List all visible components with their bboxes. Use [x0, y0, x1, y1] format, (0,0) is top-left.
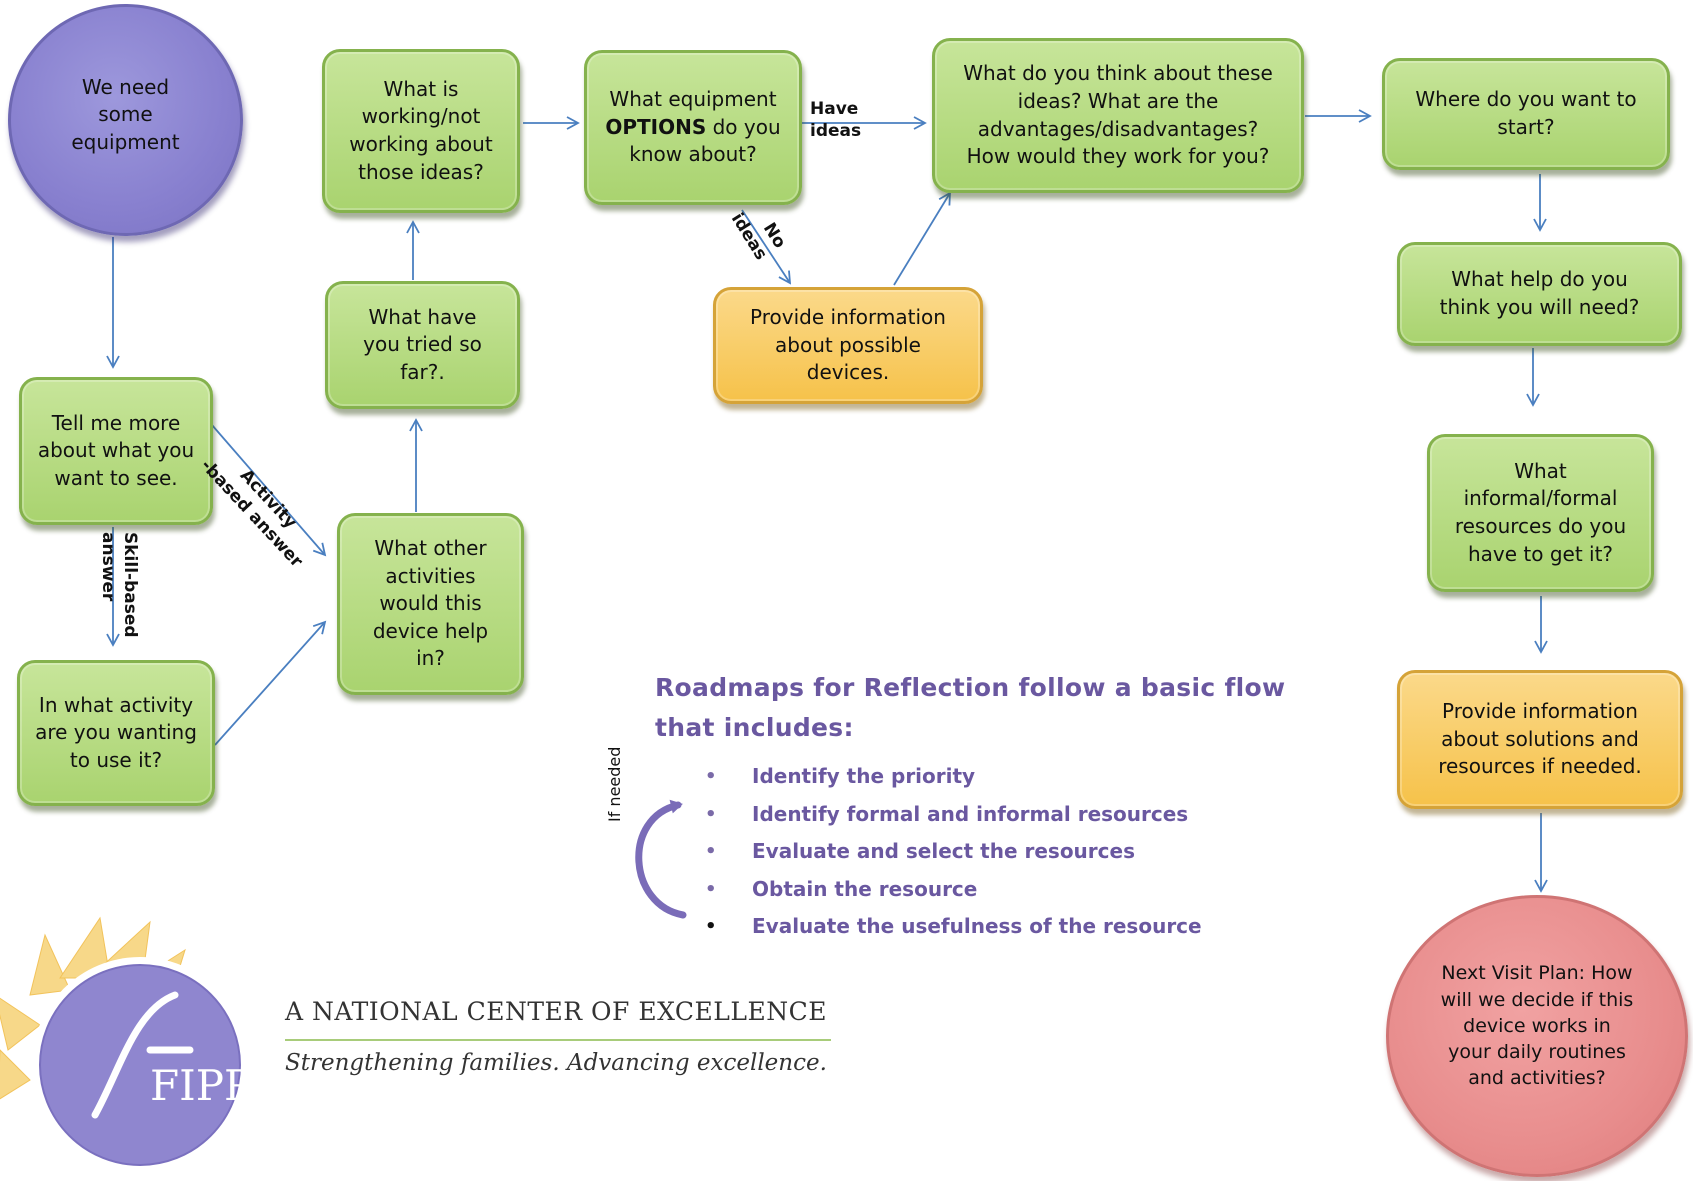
- flow-step: •Identify formal and informal resources: [705, 801, 1189, 826]
- flow-steps-list: •Identify the priority •Identify formal …: [655, 758, 1295, 946]
- roadmap-flow-summary: Roadmaps for Reflection follow a basic f…: [655, 668, 1295, 946]
- node-what-activity: In what activity are you wanting to use …: [17, 660, 215, 806]
- node-next-visit-plan: Next Visit Plan: How will we decide if t…: [1386, 895, 1688, 1177]
- flow-step: •Evaluate the usefulness of the resource: [705, 914, 1202, 938]
- flow-step: •Obtain the resource: [705, 876, 978, 901]
- arrow-activity-to-other: [214, 620, 327, 746]
- fipp-logo: FIPP: [0, 916, 252, 1173]
- arrow-options-to-provide: [741, 209, 792, 285]
- arrow-provide-to-think: [893, 191, 951, 286]
- node-help-needed: What help do you think you will need?: [1397, 242, 1682, 346]
- org-divider: [285, 1039, 831, 1041]
- if-needed-label: If needed: [605, 746, 624, 822]
- node-think-about-ideas: What do you think about these ideas? Wha…: [932, 38, 1304, 193]
- label-have-ideas: Have ideas: [810, 99, 862, 142]
- node-provide-solutions: Provide information about solutions and …: [1397, 670, 1683, 809]
- flow-title: Roadmaps for Reflection follow a basic f…: [655, 673, 1286, 742]
- svg-text:FIPP: FIPP: [150, 1061, 252, 1110]
- flow-step: •Identify the priority: [705, 764, 976, 788]
- node-equipment-options: What equipment OPTIONS do you know about…: [584, 50, 802, 205]
- label-skill-based-answer: Skill-based answer: [97, 532, 140, 638]
- node-other-activities: What other activities would this device …: [337, 513, 524, 695]
- arrow-tell-to-other: [211, 424, 327, 557]
- org-tagline: Strengthening families. Advancing excell…: [285, 1050, 827, 1076]
- node-need-equipment: We need some equipment: [8, 4, 243, 236]
- flow-step: •Evaluate and select the resources: [705, 839, 1135, 863]
- node-resources-have: What informal/formal resources do you ha…: [1427, 434, 1654, 592]
- node-working-not-working: What is working/not working about those …: [322, 49, 520, 213]
- node-tried-so-far: What have you tried so far?.: [325, 281, 520, 409]
- node-tell-me-more: Tell me more about what you want to see.: [19, 377, 213, 525]
- org-title: A NATIONAL CENTER OF EXCELLENCE: [285, 997, 828, 1026]
- node-where-start: Where do you want to start?: [1382, 58, 1670, 170]
- if-needed-loop-arrow: [635, 799, 687, 919]
- node-provide-devices: Provide information about possible devic…: [713, 287, 983, 404]
